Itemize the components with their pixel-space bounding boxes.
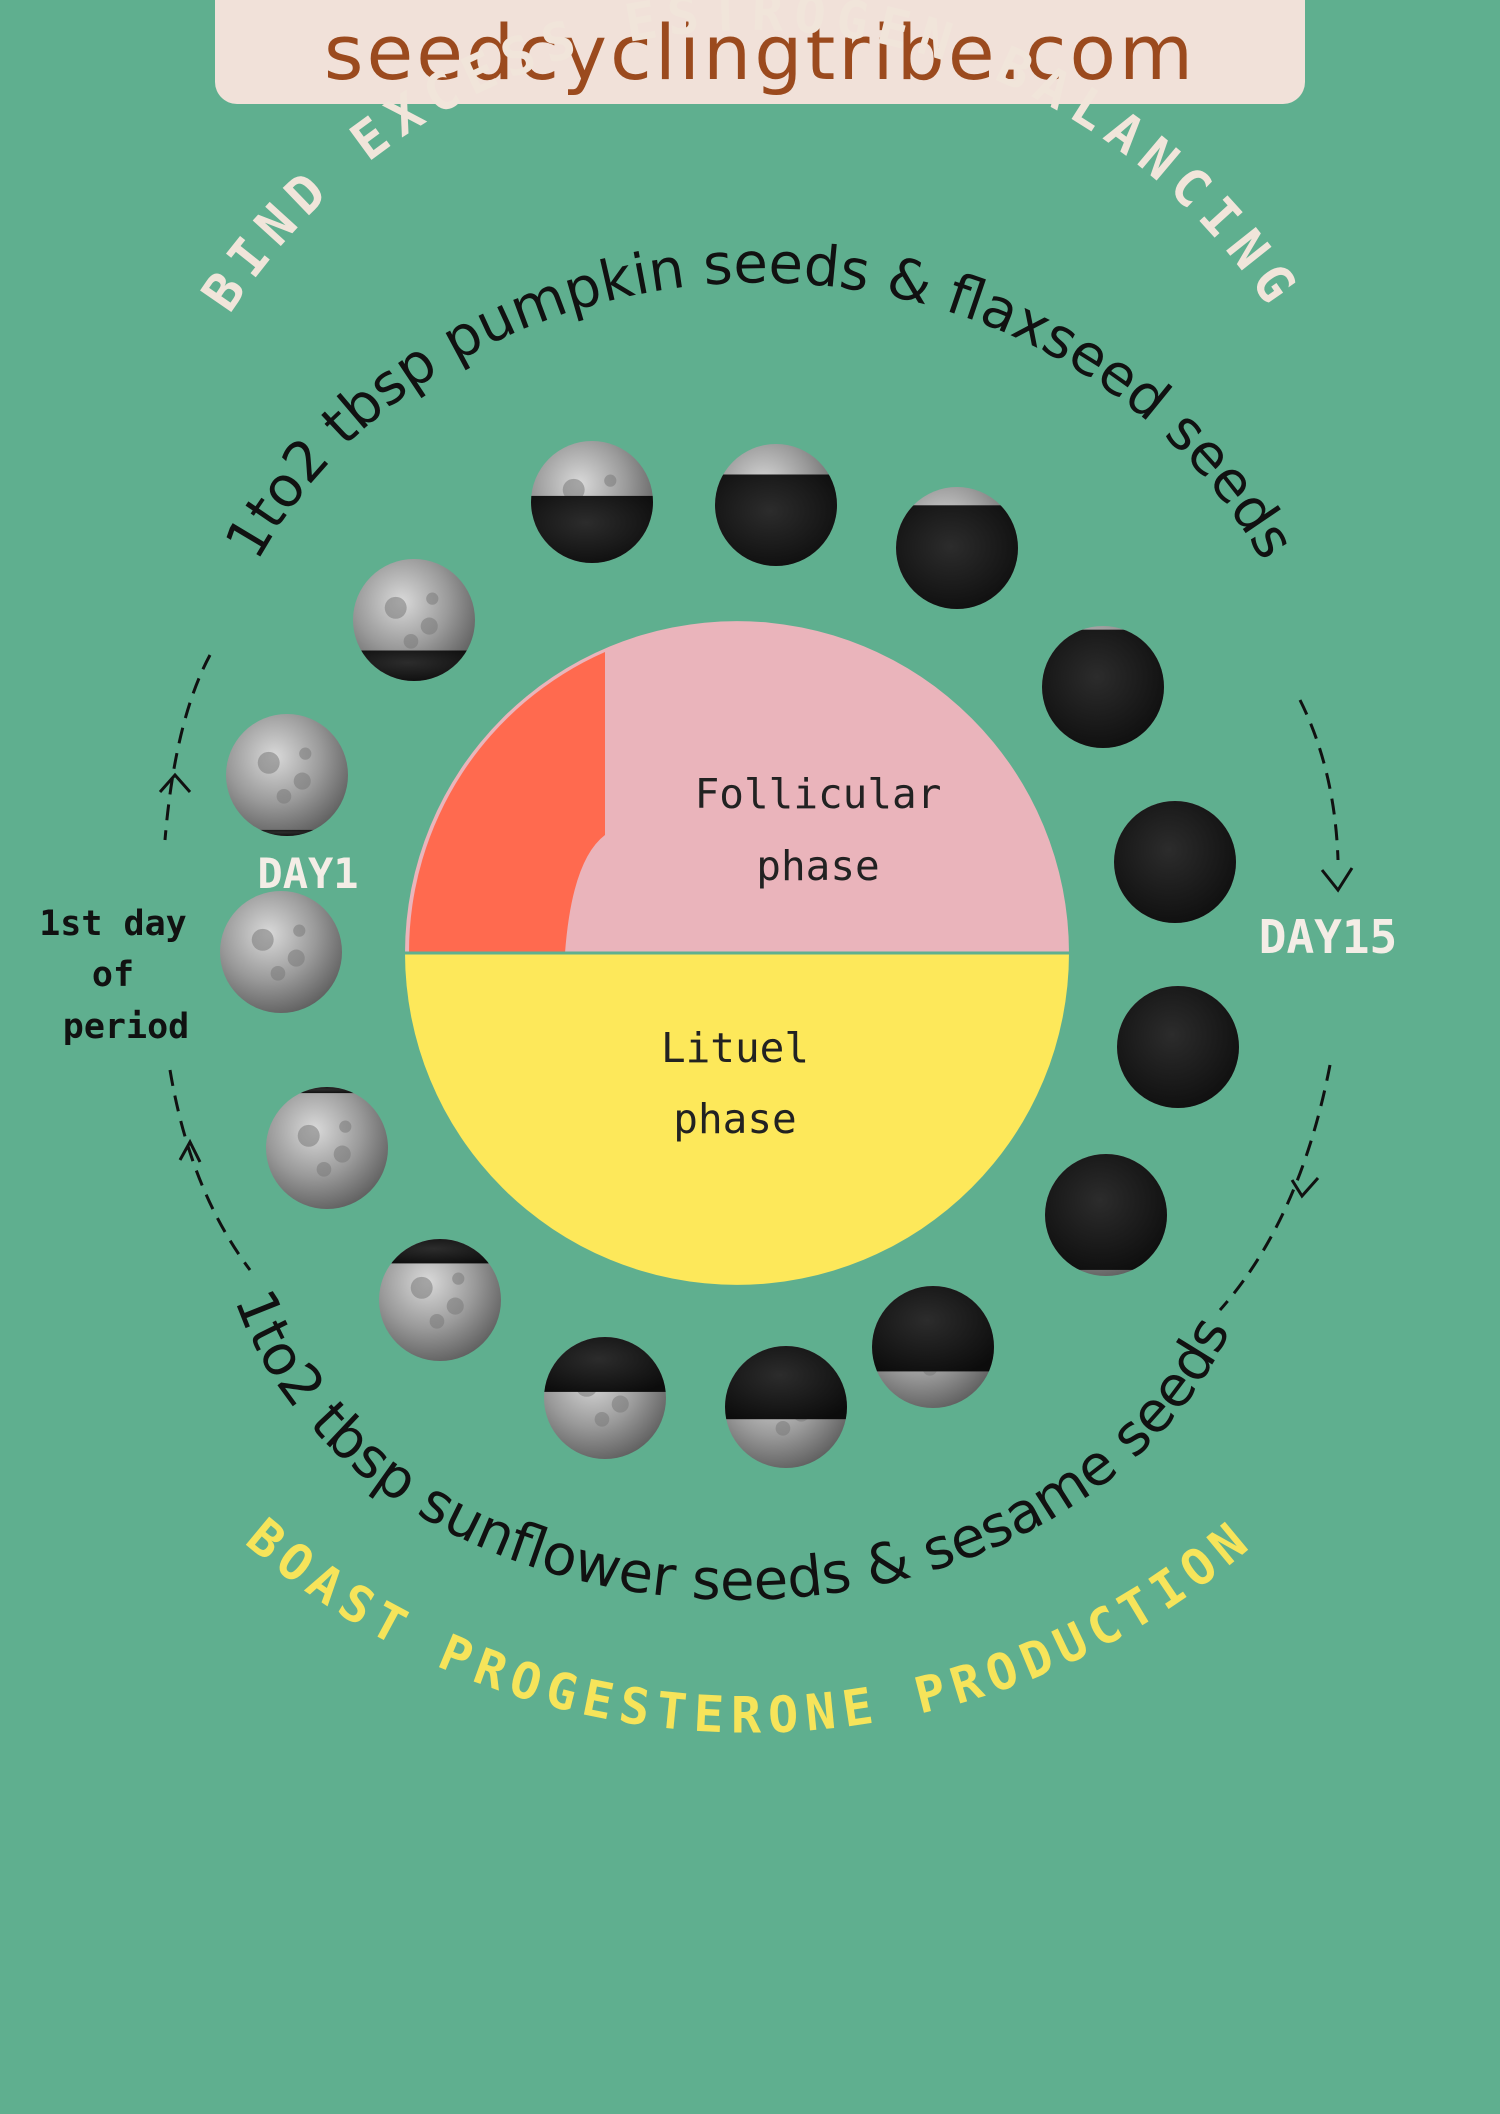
period-label-line1: 1st day [39, 904, 187, 944]
moon-icon [1114, 801, 1236, 923]
follicular-label-line2: phase [756, 842, 879, 890]
day15-label: DAY15 [1259, 910, 1397, 964]
period-label-line3: period [63, 1007, 189, 1047]
period-label-line2: of [92, 955, 134, 995]
moon-icon [715, 444, 837, 566]
moon-icon [220, 891, 342, 1013]
arrowhead-left-down [178, 1138, 202, 1163]
sunflower-sesame-instruction: 1to2 tbsp sunflower seeds & sesame seeds [221, 1281, 1243, 1614]
menstrual-segment [408, 652, 605, 953]
arrowheads [158, 772, 1354, 1199]
moon-icon [1042, 626, 1164, 748]
moon-phases [220, 441, 1239, 1468]
moon-icon [531, 441, 653, 563]
right-lower-connector [1218, 1064, 1332, 1311]
phase-circle [405, 621, 1069, 1285]
progesterone-heading: BOAST PROGESTERONE PRODUCTION [236, 1507, 1264, 1744]
cycle-arrows [163, 654, 1340, 1311]
arrowhead-left-up [158, 772, 192, 793]
moon-icon [266, 1087, 388, 1209]
right-upper-connector [1298, 699, 1340, 861]
arrowhead-right-down [1290, 1177, 1320, 1199]
luteal-half [405, 953, 1069, 1285]
moon-icon [226, 714, 348, 836]
moon-icon [544, 1337, 666, 1459]
arrowhead-right-day15 [1320, 867, 1354, 893]
site-url[interactable]: seedcyclingtribe.com [323, 7, 1197, 97]
moon-icon [872, 1286, 994, 1408]
luteal-label-line1: Lituel [661, 1024, 809, 1072]
moon-icon [1045, 1154, 1167, 1276]
moon-icon [725, 1346, 847, 1468]
sunflower-sesame-text: 1to2 tbsp sunflower seeds & sesame seeds [221, 1281, 1243, 1614]
left-upper-connector [163, 654, 212, 841]
luteal-label-line2: phase [673, 1095, 796, 1143]
follicular-label-line1: Follicular [695, 770, 942, 818]
moon-icon [1117, 986, 1239, 1108]
moon-icon [896, 487, 1018, 609]
url-banner[interactable]: seedcyclingtribe.com [215, 0, 1305, 104]
day1-label: DAY1 [257, 849, 358, 898]
left-lower-connector [168, 1069, 252, 1271]
moon-icon [353, 559, 475, 681]
progesterone-heading-text: BOAST PROGESTERONE PRODUCTION [236, 1507, 1256, 1744]
moon-icon [379, 1239, 501, 1361]
